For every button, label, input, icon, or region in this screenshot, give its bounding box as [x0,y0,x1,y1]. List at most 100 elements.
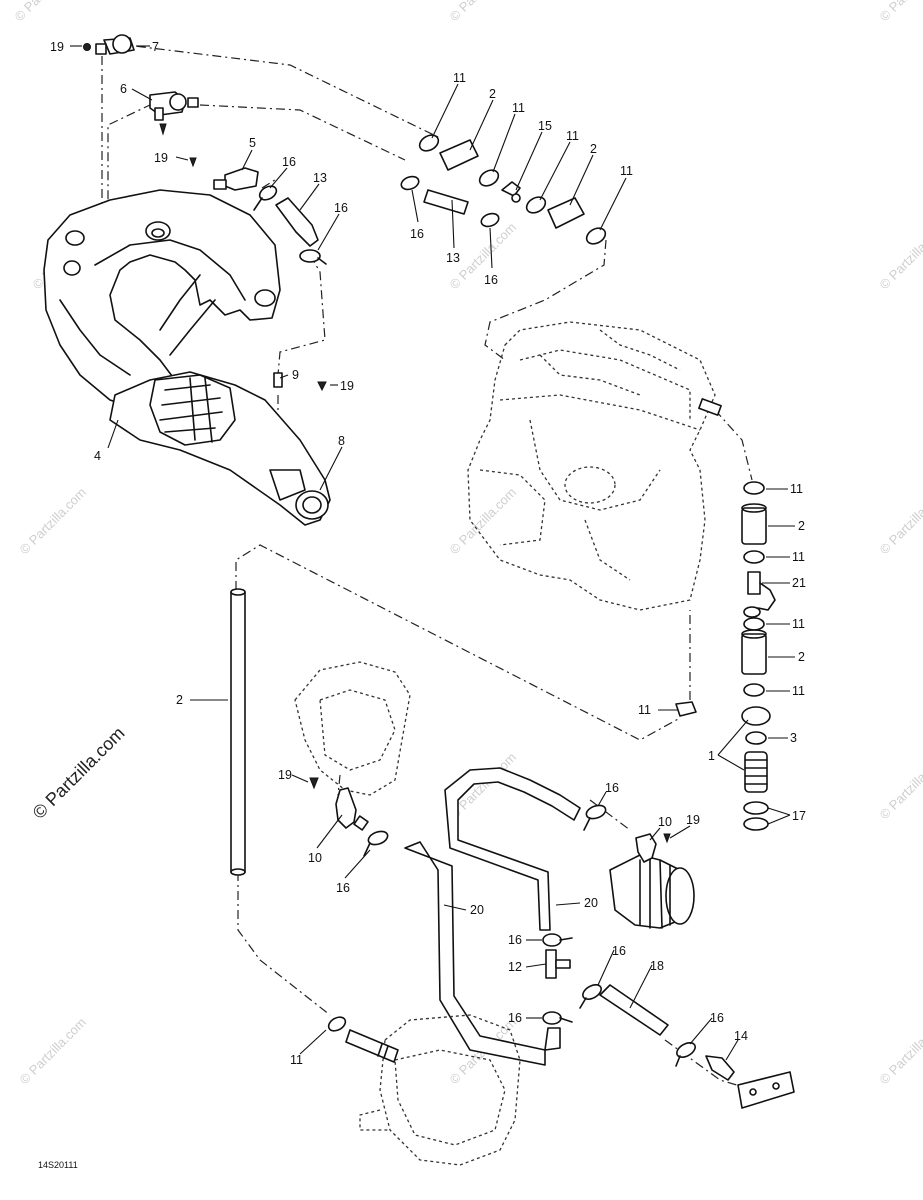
callout-10: 10 [658,815,672,829]
nut-19 [663,833,671,844]
route-line [199,104,406,161]
clamp-16 [542,1011,562,1025]
callout-16: 16 [710,1011,724,1025]
engine-outline [467,321,722,611]
engine-fitting [698,398,722,416]
callout-11: 11 [453,71,466,85]
clamp-11 [743,617,765,631]
watermark-main: © Partzilla.com [29,723,129,823]
callout-16: 16 [484,273,498,287]
route-line [337,774,341,796]
callout-16: 16 [508,1011,522,1025]
callout-11: 11 [512,101,525,115]
route-line [484,239,607,361]
upper-hose-assembly [400,134,607,245]
fitting-6 [149,91,199,136]
callout-11: 11 [792,684,805,698]
nut-19 [309,777,319,790]
clamp-16-a [253,185,278,211]
clamp-16-j [675,1041,696,1067]
fitting-10-right [635,833,671,863]
clamp-16 [400,175,420,191]
clamp-16 [480,212,500,228]
callout-11: 11 [290,1053,303,1067]
callout-19: 19 [686,813,700,827]
callout-13: 13 [446,251,460,265]
tee-15 [501,181,521,197]
hose-20-b [444,767,581,931]
callout-11: 11 [638,703,651,717]
clamp-11 [418,134,440,152]
callout-10: 10 [308,851,322,865]
nut-19 [189,157,197,168]
hose-20-a [404,841,561,1066]
clamp-16-i [579,983,602,1009]
o-ring-17 [743,817,769,831]
route-line [117,43,441,139]
callout-19: 19 [278,768,292,782]
fitting-9 [273,372,327,392]
fitting-14 [705,1055,795,1109]
callout-16: 16 [282,155,296,169]
watermark: © Partzilla.com [877,220,923,293]
hose-2 [741,507,767,545]
callout-13: 13 [313,171,327,185]
callout-17: 17 [792,809,806,823]
tee-12-assembly [542,933,573,1025]
callout-9: 9 [292,368,299,382]
callout-14: 14 [734,1029,748,1043]
route-line [237,872,331,1016]
callout-19: 19 [50,40,64,54]
clamp-16-f [583,804,607,831]
callout-1: 1 [708,749,715,763]
callout-16: 16 [410,227,424,241]
fitting-10-left [309,777,369,831]
route-line [277,254,326,376]
watermark-grid: © Partzilla.com © Partzilla.com © Partzi… [12,0,923,1087]
tee-12 [545,949,557,979]
callout-16: 16 [612,944,626,958]
watermark: © Partzilla.com [877,0,923,24]
fitting-11-lower [327,1016,399,1063]
watermark: © Partzilla.com [447,0,520,24]
clamp-16-b [299,249,327,265]
callout-7: 7 [152,40,159,54]
o-ring-17 [743,801,769,815]
jet-pump-outline [359,1014,521,1166]
callout-21: 21 [792,576,806,590]
callout-16: 16 [336,881,350,895]
clamp-11 [743,550,765,564]
callout-2: 2 [590,142,597,156]
route-line [261,177,279,189]
callout-16: 16 [334,201,348,215]
callout-15: 15 [538,119,552,133]
watermark: © Partzilla.com [877,750,923,823]
clamp-11 [675,701,697,717]
clamp-11 [743,481,765,495]
watermark: © Partzilla.com [17,485,90,558]
mount-plate [737,1071,795,1109]
drawing-code: 14S20111 [38,1160,78,1170]
callout-2: 2 [798,650,805,664]
callout-19: 19 [340,379,354,393]
callout-11: 11 [566,129,579,143]
hose-13 [423,189,469,215]
callout-11: 11 [620,164,633,178]
filter-housing [609,854,695,929]
callout-8: 8 [338,434,345,448]
nut-19 [159,123,167,136]
ring-3 [745,731,767,745]
clamp-16 [542,933,562,947]
hose-18 [599,984,669,1036]
clamp-11 [478,169,500,187]
callout-16: 16 [605,781,619,795]
nut-19 [83,43,91,51]
fitting-7 [83,34,135,55]
clamp-11 [525,196,547,214]
callout-11: 11 [792,550,805,564]
route-line [235,544,681,741]
callout-12: 12 [508,960,522,974]
watermark: © Partzilla.com [17,1015,90,1088]
callout-19: 19 [154,151,168,165]
